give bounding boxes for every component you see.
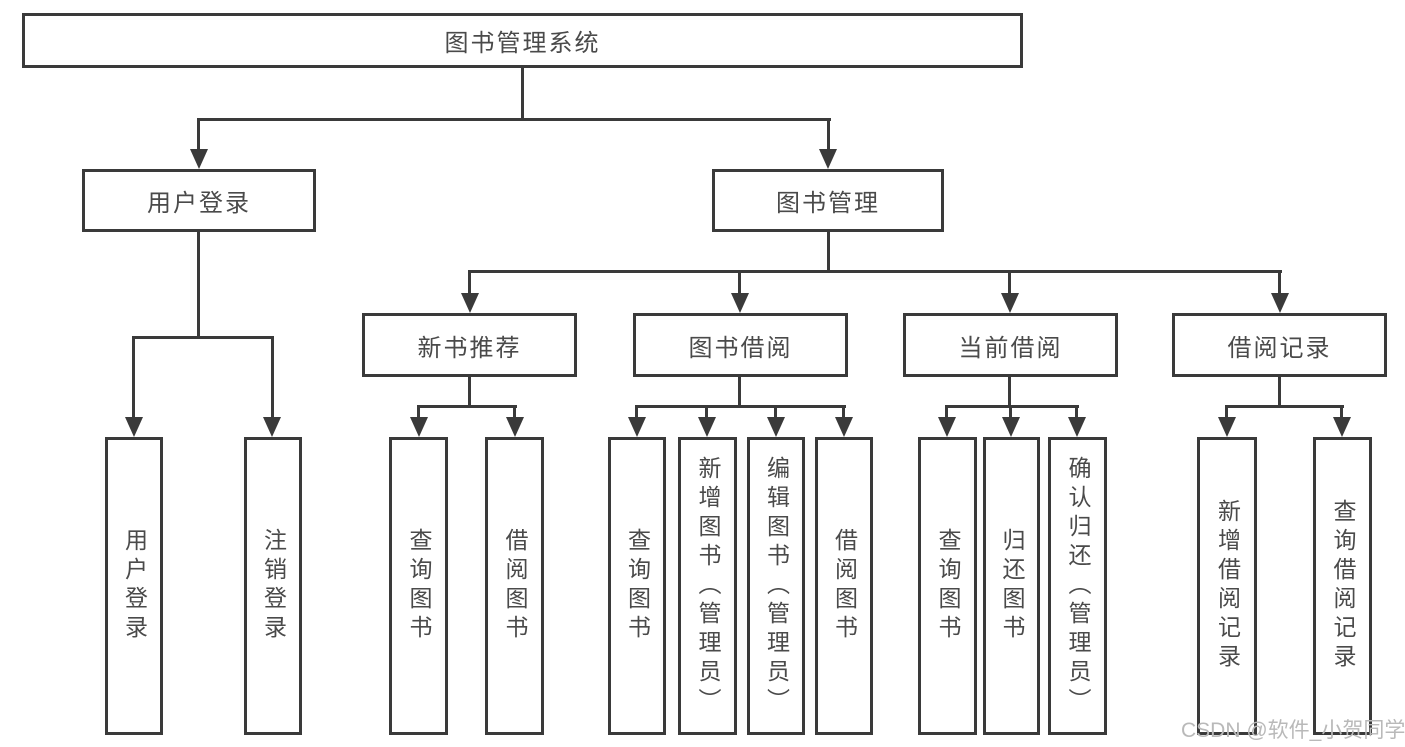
leaf-query-books-borrow: 查询图书: [608, 437, 666, 735]
connector-user-login-stem: [197, 232, 200, 339]
connector-current-borrow-hline: [945, 405, 1079, 408]
connector-drop-borrow-records: [1278, 273, 1281, 295]
leaf-query-books-current: 查询图书: [918, 437, 977, 735]
connector-level2-hline: [197, 118, 831, 121]
connector-drop-leaf: [132, 339, 135, 419]
node-book-management: 图书管理: [712, 169, 944, 232]
connector-level3-hline: [468, 270, 1282, 273]
leaf-return-books: 归还图书: [983, 437, 1040, 735]
leaf-label: 借阅图书: [502, 528, 528, 644]
leaf-borrow-books-borrow: 借阅图书: [815, 437, 873, 735]
leaf-borrow-books-newbooks: 借阅图书: [485, 437, 544, 735]
leaf-label: 查询图书: [406, 528, 432, 644]
leaf-label: 查询图书: [935, 528, 961, 644]
leaf-logout: 注销登录: [244, 437, 302, 735]
arrowhead-down-icon: [835, 417, 853, 437]
node-label: 图书管理系统: [444, 30, 601, 57]
arrowhead-down-icon: [1271, 293, 1289, 313]
connector-drop-new-books: [468, 273, 471, 295]
leaf-query-borrow-record: 查询借阅记录: [1313, 437, 1372, 735]
connector-drop-leaf: [271, 339, 274, 419]
leaf-label: 查询图书: [624, 528, 651, 644]
arrowhead-down-icon: [698, 417, 716, 437]
node-label: 图书借阅: [688, 334, 793, 362]
connector-book-borrow-hline: [635, 405, 846, 408]
arrowhead-down-icon: [1333, 417, 1351, 437]
arrowhead-down-icon: [461, 293, 479, 313]
leaf-add-books-admin: 新增图书（管理员）: [678, 437, 737, 735]
connector-drop-book-borrow: [738, 273, 741, 295]
connector-drop-book-mgmt: [827, 121, 830, 151]
connector-book-mgmt-stem: [827, 232, 830, 273]
arrowhead-down-icon: [506, 417, 524, 437]
leaf-label: 归还图书: [999, 528, 1025, 644]
connector-drop-leaf: [417, 408, 420, 419]
connector-drop-leaf: [842, 408, 845, 419]
connector-drop-user-login: [197, 121, 200, 151]
connector-drop-leaf: [1225, 408, 1228, 419]
leaf-query-books-newbooks: 查询图书: [389, 437, 448, 735]
leaf-label: 确认归还（管理员）: [1065, 455, 1091, 717]
node-library-management-system: 图书管理系统: [22, 13, 1023, 68]
connector-drop-leaf: [774, 408, 777, 419]
node-label: 图书管理: [776, 190, 880, 217]
connector-root-stem: [521, 68, 524, 121]
connector-drop-leaf: [1340, 408, 1343, 419]
leaf-label: 编辑图书（管理员）: [763, 455, 790, 717]
node-borrow-records: 借阅记录: [1172, 313, 1387, 377]
node-label: 新书推荐: [417, 334, 522, 362]
connector-borrow-records-stem: [1278, 377, 1281, 408]
connector-drop-leaf: [513, 408, 516, 419]
connector-borrow-records-hline: [1225, 405, 1344, 408]
node-user-login: 用户登录: [82, 169, 316, 232]
connector-current-borrow-stem: [1008, 377, 1011, 408]
node-label: 用户登录: [147, 190, 251, 217]
connector-drop-leaf: [1075, 408, 1078, 419]
arrowhead-down-icon: [1068, 417, 1086, 437]
csdn-watermark: CSDN @软件_小贺同学: [1181, 719, 1405, 742]
arrowhead-down-icon: [263, 417, 281, 437]
arrowhead-down-icon: [1218, 417, 1236, 437]
connector-drop-leaf: [635, 408, 638, 419]
leaf-add-borrow-record: 新增借阅记录: [1197, 437, 1257, 735]
connector-new-books-hline: [417, 405, 517, 408]
connector-drop-leaf: [945, 408, 948, 419]
node-book-borrow: 图书借阅: [633, 313, 848, 377]
node-new-book-recommend: 新书推荐: [362, 313, 577, 377]
arrowhead-down-icon: [1001, 293, 1019, 313]
connector-drop-current-borrow: [1008, 273, 1011, 295]
connector-book-borrow-stem: [738, 377, 741, 408]
leaf-confirm-return-admin: 确认归还（管理员）: [1048, 437, 1107, 735]
node-label: 借阅记录: [1227, 334, 1332, 362]
connector-user-login-hline: [132, 336, 274, 339]
leaf-label: 新增图书（管理员）: [695, 455, 721, 717]
node-label: 当前借阅: [958, 334, 1063, 362]
leaf-user-login: 用户登录: [105, 437, 163, 735]
leaf-label: 用户登录: [121, 528, 148, 644]
arrowhead-down-icon: [938, 417, 956, 437]
connector-new-books-stem: [468, 377, 471, 408]
arrowhead-down-icon: [767, 417, 785, 437]
connector-drop-leaf: [1009, 408, 1012, 419]
arrowhead-down-icon: [410, 417, 428, 437]
arrowhead-down-icon: [628, 417, 646, 437]
leaf-label: 注销登录: [260, 528, 287, 644]
leaf-label: 借阅图书: [831, 528, 858, 644]
leaf-label: 查询借阅记录: [1330, 499, 1356, 673]
leaf-label: 新增借阅记录: [1214, 499, 1241, 673]
arrowhead-down-icon: [819, 149, 837, 169]
connector-drop-leaf: [705, 408, 708, 419]
arrowhead-down-icon: [125, 417, 143, 437]
arrowhead-down-icon: [731, 293, 749, 313]
node-current-borrow: 当前借阅: [903, 313, 1118, 377]
leaf-edit-books-admin: 编辑图书（管理员）: [747, 437, 805, 735]
arrowhead-down-icon: [190, 149, 208, 169]
arrowhead-down-icon: [1002, 417, 1020, 437]
